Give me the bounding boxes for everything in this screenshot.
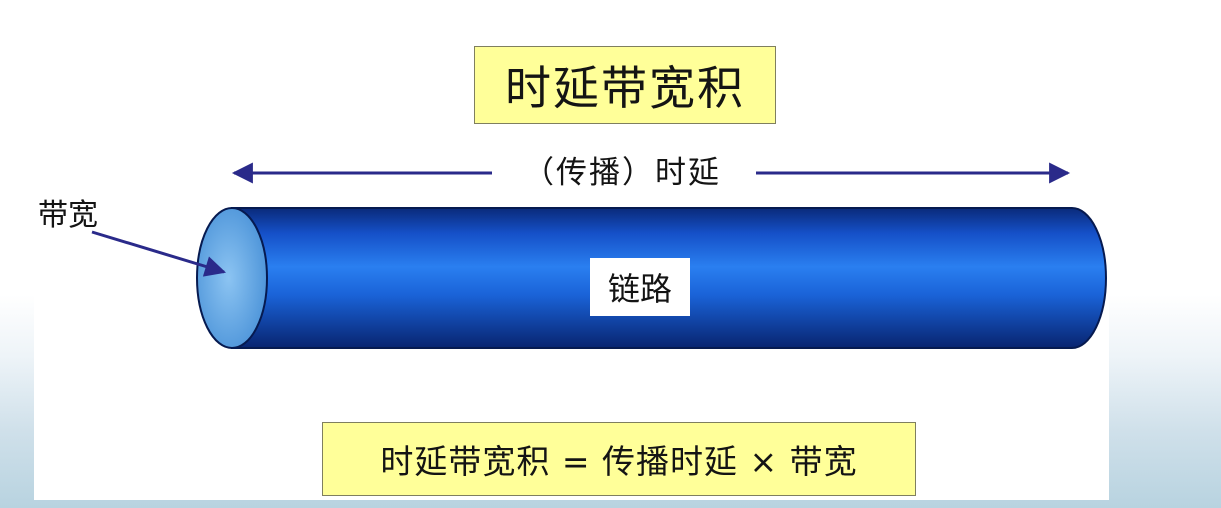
title-box: 时延带宽积: [474, 46, 776, 124]
bandwidth-label: 带宽: [38, 198, 98, 233]
formula-text: 时延带宽积 = 传播时延 × 带宽: [380, 442, 858, 481]
delay-label: （传播）时延: [492, 146, 752, 192]
link-pipe-end: [196, 207, 268, 349]
formula-box: 时延带宽积 = 传播时延 × 带宽: [322, 422, 916, 496]
bandwidth-pointer-arrow: [91, 230, 227, 277]
link-label: 链路: [590, 258, 690, 316]
title-text: 时延带宽积: [505, 61, 745, 115]
